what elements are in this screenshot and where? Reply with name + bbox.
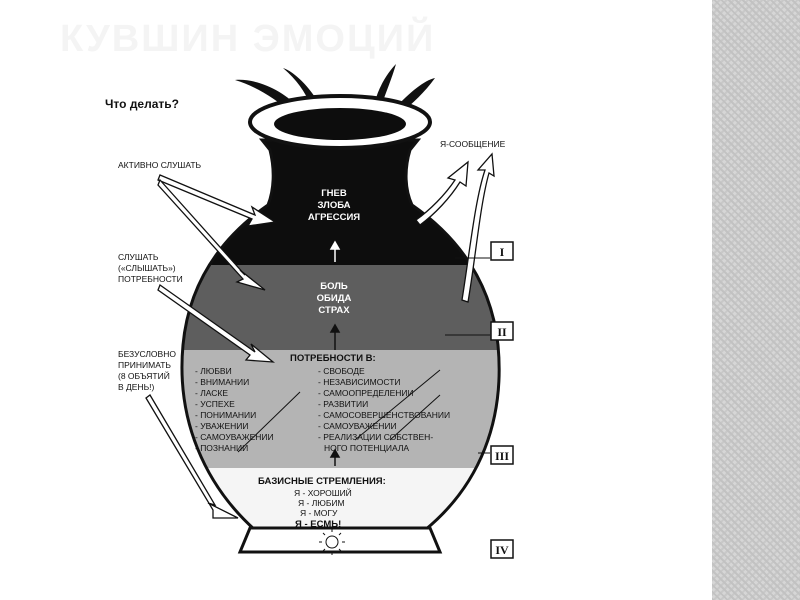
arrow-i-message-1 xyxy=(415,160,469,226)
label-accept-4: В ДЕНЬ!) xyxy=(118,382,155,392)
needs-left-list: - ЛЮБВИ - ВНИМАНИИ - ЛАСКЕ - УСПЕХЕ - ПО… xyxy=(195,366,274,453)
layer-pain-line-3: СТРАХ xyxy=(318,305,350,316)
needs-left-item: - САМОУВАЖЕНИИ xyxy=(195,432,274,442)
label-i-message: Я-СООБЩЕНИЕ xyxy=(440,139,506,149)
base-line-loved: Я - ЛЮБИМ xyxy=(298,498,345,508)
base-line-good: Я - ХОРОШИЙ xyxy=(294,487,352,498)
jug-foot xyxy=(237,526,443,554)
level-marker-3: III xyxy=(495,449,509,463)
layer-pain-line-1: БОЛЬ xyxy=(320,281,348,292)
arrow-i-message-2 xyxy=(461,152,495,303)
needs-left-item: - ПОНИМАНИИ xyxy=(195,410,256,420)
arrow-to-pain xyxy=(157,178,266,291)
needs-right-item: - СВОБОДЕ xyxy=(318,366,365,376)
base-line-am: Я - ЕСМЬ! xyxy=(295,519,341,530)
left-arrows xyxy=(145,174,277,519)
layer-anger-line-2: ЗЛОБА xyxy=(317,200,350,211)
level-ticks xyxy=(445,257,490,454)
needs-strike-lines xyxy=(237,369,441,453)
needs-title: ПОТРЕБНОСТИ В: xyxy=(290,353,376,364)
needs-right-item: - РАЗВИТИИ xyxy=(318,399,368,409)
label-hear-needs-2: («СЛЫШАТЬ») xyxy=(118,263,176,273)
needs-left-item: - ЛАСКЕ xyxy=(195,388,228,398)
needs-left-item: - ВНИМАНИИ xyxy=(195,377,249,387)
question-label: Что делать? xyxy=(105,97,179,111)
label-accept-3: (8 ОБЪЯТИЙ xyxy=(118,370,170,381)
needs-right-item: - РЕАЛИЗАЦИИ СОБСТВЕН- xyxy=(318,432,433,442)
right-arrows xyxy=(415,152,495,303)
level-marker-4: IV xyxy=(495,543,509,557)
layer-anger-line-1: ГНЕВ xyxy=(321,188,347,199)
label-hear-needs-3: ПОТРЕБНОСТИ xyxy=(118,274,183,284)
base-title: БАЗИСНЫЕ СТРЕМЛЕНИЯ: xyxy=(258,476,386,487)
layer-pain-line-2: ОБИДА xyxy=(317,293,352,304)
arrow-to-anger xyxy=(157,174,277,227)
layer-needs xyxy=(181,350,500,468)
label-hear-needs-1: СЛУШАТЬ xyxy=(118,252,159,262)
needs-right-item: - НЕЗАВИСИМОСТИ xyxy=(318,377,401,387)
needs-right-item: - САМООПРЕДЕЛЕНИИ xyxy=(318,388,414,398)
needs-right-item: - САМОУВАЖЕНИИ xyxy=(318,421,397,431)
arrow-to-needs xyxy=(157,283,276,363)
label-active-listen: АКТИВНО СЛУШАТЬ xyxy=(118,160,202,170)
needs-left-item: - УВАЖЕНИИ xyxy=(195,421,249,431)
layer-pain xyxy=(181,265,500,350)
needs-right-item: НОГО ПОТЕНЦИАЛА xyxy=(324,443,409,453)
needs-left-item: - ЛЮБВИ xyxy=(195,366,232,376)
level-marker-1: I xyxy=(500,245,505,259)
needs-left-item: - УСПЕХЕ xyxy=(195,399,235,409)
emotion-jug-diagram: ГНЕВ ЗЛОБА АГРЕССИЯ БОЛЬ ОБИДА СТРАХ ПОТ… xyxy=(105,64,514,559)
label-accept-1: БЕЗУСЛОВНО xyxy=(118,349,176,359)
arrow-to-base xyxy=(145,394,239,519)
needs-right-item: - САМОСОВЕРШЕНСТВОВАНИИ xyxy=(318,410,450,420)
slide-title: КУВШИН ЭМОЦИЙ xyxy=(60,18,436,60)
jug-mouth xyxy=(274,108,406,140)
sun-icon xyxy=(319,529,345,555)
label-accept-2: ПРИНИМАТЬ xyxy=(118,360,171,370)
layer-anger-line-3: АГРЕССИЯ xyxy=(308,212,360,223)
needs-left-item: - ПОЗНАНИИ xyxy=(195,443,248,453)
base-line-can: Я - МОГУ xyxy=(300,508,338,518)
level-marker-2: II xyxy=(497,325,507,339)
inner-up-arrows xyxy=(329,240,341,262)
level-markers: I II III IV xyxy=(490,241,514,559)
needs-right-list: - СВОБОДЕ - НЕЗАВИСИМОСТИ - САМООПРЕДЕЛЕ… xyxy=(318,366,450,453)
decorative-side-strip xyxy=(712,0,800,600)
